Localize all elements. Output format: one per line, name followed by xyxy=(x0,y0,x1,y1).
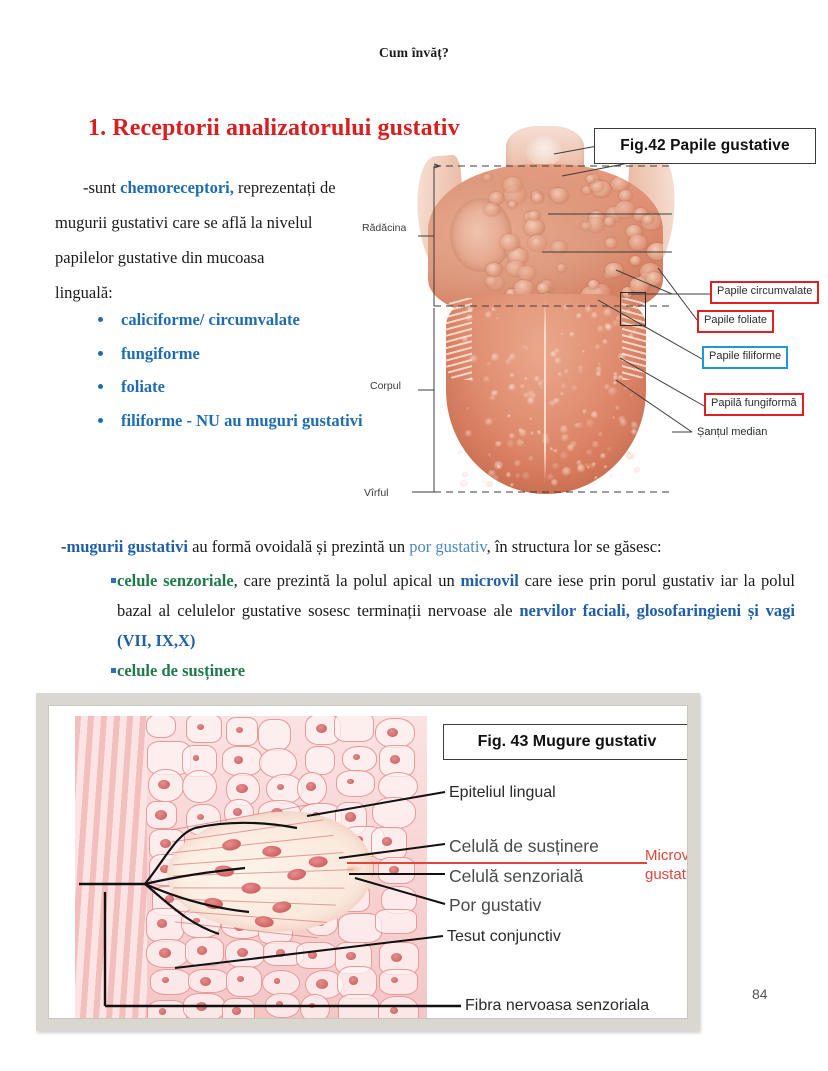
figure-43-frame: Fig. 43 Mugure gustativ Epiteliul lingua… xyxy=(36,693,700,1031)
taste-bud-description: -mugurii gustativi au formă ovoidală și … xyxy=(55,533,795,685)
callout-santul-median: Șanțul median xyxy=(697,426,768,438)
keyword-chemoreceptori: chemoreceptori, xyxy=(120,178,234,197)
callout-papile-circumvalate: Papile circumvalate xyxy=(710,281,820,304)
list-item: foliate xyxy=(92,370,422,404)
tongue-illustration xyxy=(413,126,679,498)
tongue-body-shape xyxy=(446,294,646,494)
list-item: filiforme - NU au muguri gustativi xyxy=(92,404,422,438)
figure-43-canvas: Fig. 43 Mugure gustativ Epiteliul lingua… xyxy=(48,705,688,1019)
microvil-line-2: gustativ xyxy=(645,866,687,883)
keyword-celule-sustinere: celule de susținere xyxy=(117,661,246,680)
label-celula-senzoriala: Celulă senzorială xyxy=(449,866,584,886)
label-tongue-tip: Vîrful xyxy=(364,487,389,499)
intro-line-1-rest: reprezentați de xyxy=(233,178,336,197)
label-fibra-nervoasa: Fibra nervoasa senzoriala xyxy=(465,997,650,1014)
filiform-callout-square xyxy=(620,292,646,326)
taste-bud-histology-image xyxy=(75,716,427,1018)
lead-end: , în structura lor se găsesc: xyxy=(486,537,662,556)
label-microvil-gustativ: Microvil gustativ xyxy=(645,846,688,884)
page-number: 84 xyxy=(752,986,768,1002)
figure-43-caption: Fig. 43 Mugure gustativ xyxy=(443,724,687,760)
list-item: celule senzoriale, care prezintă la polu… xyxy=(55,566,795,656)
intro-line-1: -sunt chemoreceptori, reprezentați de xyxy=(55,170,395,205)
figure-42-tongue: Fig.42 Papile gustative xyxy=(362,118,828,508)
lead-dash: - xyxy=(61,537,67,556)
microvil-line-1: Microvil xyxy=(645,847,688,864)
label-por-gustativ: Por gustativ xyxy=(449,895,542,915)
bullet1-text-part1: , care prezintă la polul apical un xyxy=(233,571,461,590)
keyword-mugurii-gustativi: mugurii gustativi xyxy=(66,537,188,556)
papilla-type-list: caliciforme/ circumvalate fungiforme fol… xyxy=(92,303,422,437)
intro-paragraph: -sunt chemoreceptori, reprezentați de mu… xyxy=(55,170,395,310)
list-item: celule de susținere xyxy=(55,656,795,685)
keyword-nervi: nervilor faciali, glosofaringieni și vag… xyxy=(117,601,795,650)
label-tongue-body: Corpul xyxy=(370,380,401,392)
bullet1-text-part2: care iese prin porul gustativ iar la pol… xyxy=(117,571,795,620)
keyword-por-gustativ: por gustativ xyxy=(409,537,487,556)
callout-papila-fungiforma: Papilă fungiformă xyxy=(704,393,804,416)
microvilli-red-underline xyxy=(347,862,647,864)
running-header: Cum învăț? xyxy=(379,45,449,60)
taste-bud-structure-list: celule senzoriale, care prezintă la polu… xyxy=(55,566,795,685)
lead-middle: au formă ovoidală și prezintă un xyxy=(187,537,410,556)
intro-line-2: mugurii gustativi care se află la nivelu… xyxy=(55,213,313,232)
intro-dash: -sunt xyxy=(83,178,121,197)
page-title: 1. Receptorii analizatorului gustativ xyxy=(88,115,460,142)
figure-42-caption: Fig.42 Papile gustative xyxy=(594,128,816,164)
lead-sentence: -mugurii gustativi au formă ovoidală și … xyxy=(55,533,795,560)
label-tesut-conjunctiv: Tesut conjunctiv xyxy=(447,928,561,945)
callout-papile-foliate: Papile foliate xyxy=(697,310,774,333)
muscle-layer-texture xyxy=(75,716,147,1018)
keyword-celule-senzoriale: celule senzoriale xyxy=(117,571,234,590)
label-epiteliul-lingual: Epiteliul lingual xyxy=(449,784,556,801)
median-groove-line xyxy=(544,300,546,482)
intro-line-3: papilelor gustative din mucoasa xyxy=(55,248,265,267)
label-tongue-root: Rădăcina xyxy=(362,222,407,234)
tongue-surface-texture xyxy=(446,294,646,494)
keyword-microvil: microvil xyxy=(460,571,519,590)
list-item: caliciforme/ circumvalate xyxy=(92,303,422,337)
intro-line-4: linguală: xyxy=(55,283,113,302)
list-item: fungiforme xyxy=(92,337,422,371)
label-celula-de-sustinere: Celulă de susținere xyxy=(449,836,599,856)
foliate-folds-left xyxy=(444,298,472,380)
callout-papile-filiforme: Papile filiforme xyxy=(702,346,789,369)
